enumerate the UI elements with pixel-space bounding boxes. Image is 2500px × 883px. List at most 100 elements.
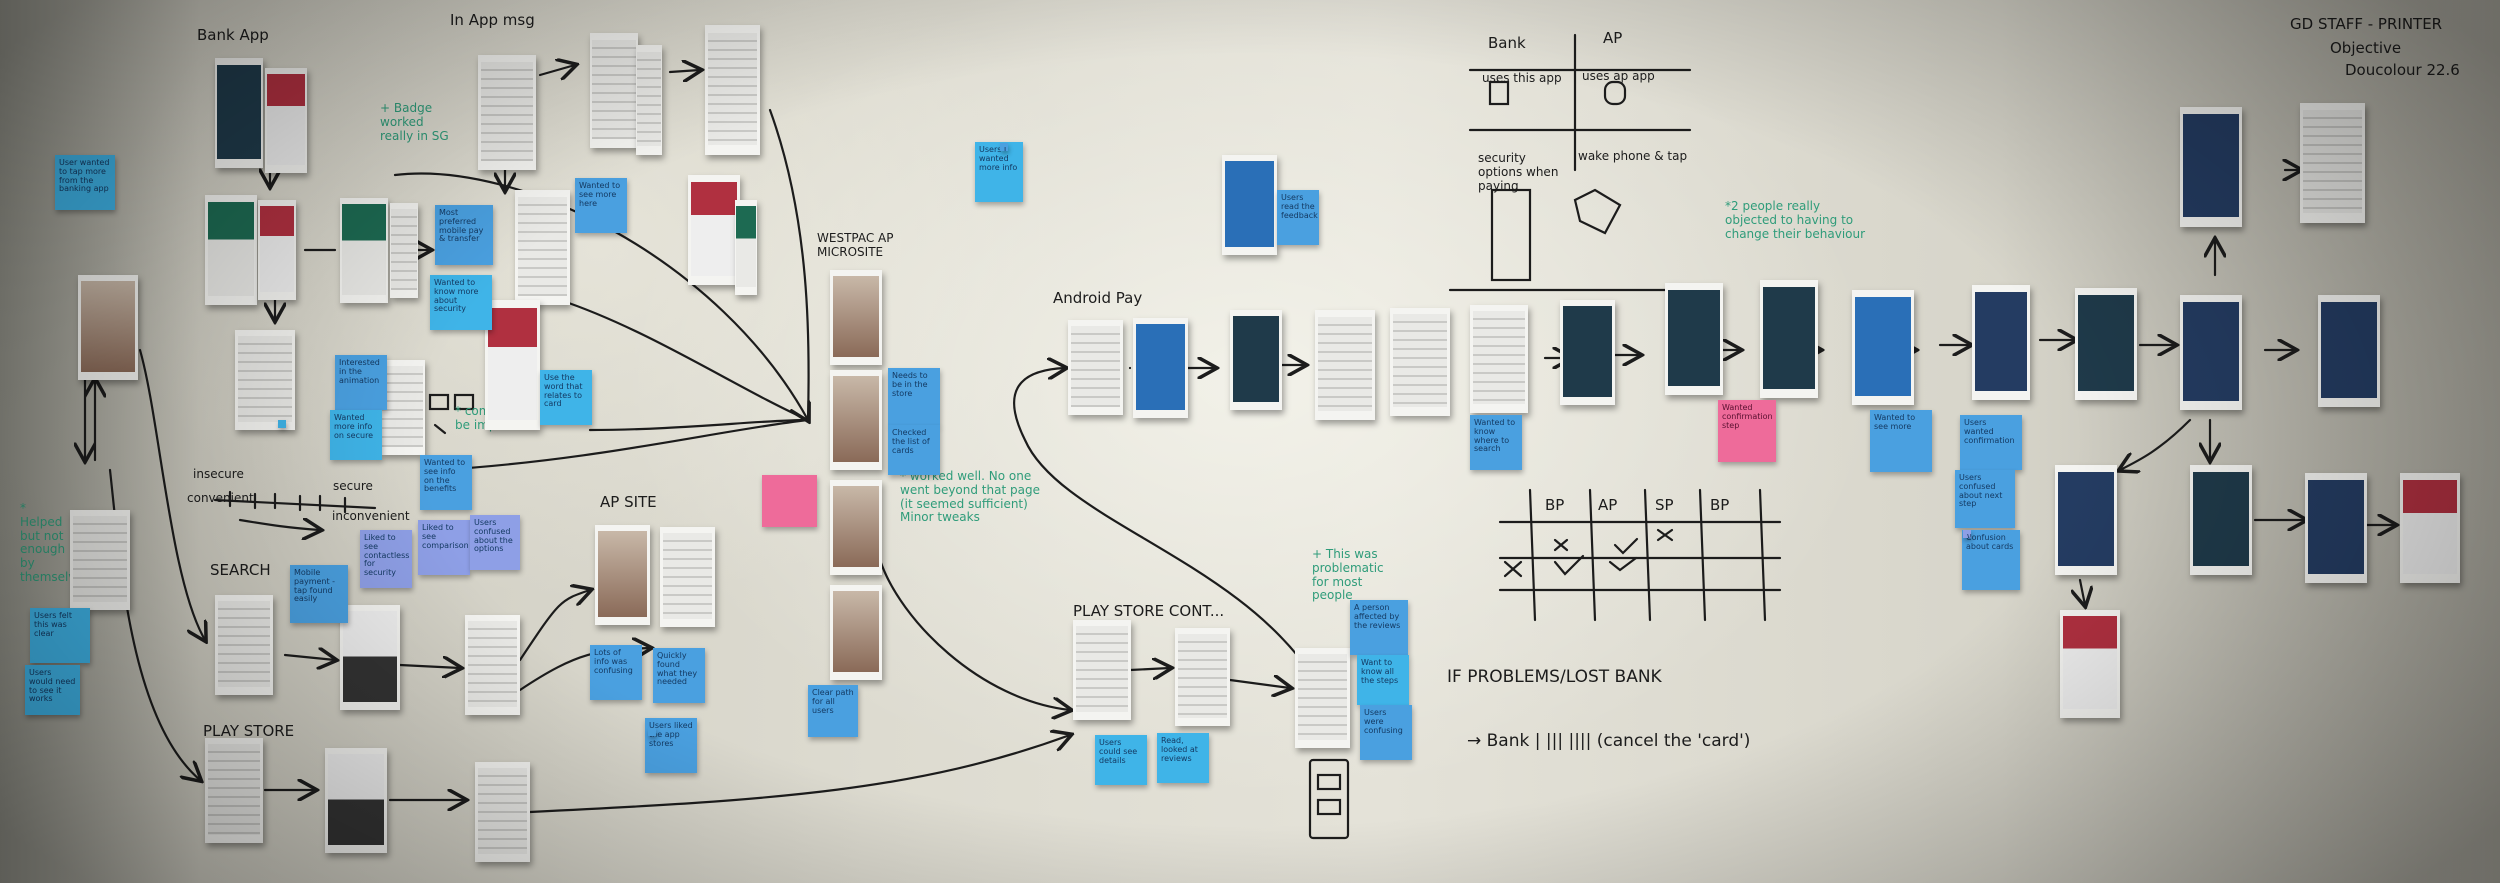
screen xyxy=(478,55,536,170)
sticky-note: Use the word that relates to card xyxy=(540,370,592,425)
label-grid-bp1: BP xyxy=(1545,496,1565,514)
sticky-note: Wanted more info on secure xyxy=(330,410,382,460)
note-two-people: *2 people really objected to having to c… xyxy=(1725,199,1866,241)
screen xyxy=(235,330,295,430)
screen xyxy=(2305,473,2367,583)
sticky-note: Wanted to see more here xyxy=(575,178,627,233)
sticky-note: Users wanted more info xyxy=(975,142,1023,202)
sticky-note: Wanted notifications xyxy=(1963,530,1971,538)
label-matrix-cell2: uses ap app xyxy=(1582,69,1655,83)
label-matrix-ap: AP xyxy=(1603,29,1623,47)
screen xyxy=(1222,155,1277,255)
screen xyxy=(1068,320,1123,415)
label-matrix-cell1: uses this app xyxy=(1482,71,1562,85)
screen xyxy=(485,300,540,430)
sticky-note: Wanted to know where to search xyxy=(1470,415,1522,470)
screen xyxy=(590,33,638,148)
screen xyxy=(1560,300,1615,405)
sticky-note xyxy=(278,420,286,428)
screen xyxy=(340,198,388,303)
screen xyxy=(1665,283,1723,395)
label-matrix-cell4: wake phone & tap xyxy=(1578,149,1688,163)
screen xyxy=(660,527,715,627)
sticky-note: Users confused by this xyxy=(1000,143,1008,151)
screen xyxy=(205,195,257,305)
screen xyxy=(1133,318,1188,418)
label-grid-bp2: BP xyxy=(1710,496,1730,514)
note-helped: * Helped but not enough by themselves xyxy=(20,501,90,584)
label-problems-1: IF PROBLEMS/LOST BANK xyxy=(1447,667,1662,687)
label-corner-2: Objective xyxy=(2330,39,2402,57)
screen xyxy=(2180,295,2242,410)
sticky-note: Wanted to see info on the benefits xyxy=(420,455,472,510)
screen xyxy=(2300,103,2365,223)
sticky-note: Clear path for all users xyxy=(808,685,858,737)
label-secure: secure xyxy=(333,479,373,493)
screen xyxy=(325,748,387,853)
screen xyxy=(1230,310,1282,410)
screen xyxy=(265,68,307,173)
sticky-note: Users read the feedback xyxy=(1277,190,1319,245)
screen xyxy=(1390,308,1450,416)
screen xyxy=(636,45,662,155)
screen xyxy=(475,762,530,862)
sticky-note: Most preferred mobile pay & transfer xyxy=(435,205,493,265)
label-inconvenient: inconvenient xyxy=(332,509,410,523)
screen xyxy=(205,738,263,843)
screen xyxy=(830,370,882,470)
label-matrix-bank: Bank xyxy=(1488,34,1526,52)
sticky-note: Want to know all the steps xyxy=(1357,655,1409,705)
sticky-note: Wanted to know more about security xyxy=(430,275,492,330)
screen xyxy=(1315,310,1375,420)
screen xyxy=(78,275,138,380)
screen xyxy=(390,203,418,298)
sticky-note: Wanted confirmation step xyxy=(1718,400,1776,462)
screen xyxy=(1470,305,1528,413)
label-grid-sp: SP xyxy=(1655,496,1674,514)
screen xyxy=(1972,285,2030,400)
sticky-note: Lots of info was confusing xyxy=(590,645,642,700)
sticky-note: Wanted to see more xyxy=(1870,410,1932,472)
label-play-store-cont: PLAY STORE CONT... xyxy=(1073,602,1225,620)
label-problems-2: → Bank | ||| |||| (cancel the 'card') xyxy=(1467,731,1751,751)
sticky-note: A person affected by the reviews xyxy=(1350,600,1408,655)
screen xyxy=(830,585,882,680)
note-problematic: + This was problematic for most people xyxy=(1312,547,1384,603)
screen xyxy=(2075,288,2137,400)
sticky-note: Users wanted confirmation xyxy=(1960,415,2022,470)
sticky-note: Read, looked at reviews xyxy=(1157,733,1209,783)
sticky-note: Users could see details xyxy=(1095,735,1147,785)
label-grid-ap: AP xyxy=(1598,496,1618,514)
label-android-pay: Android Pay xyxy=(1053,289,1143,307)
screen xyxy=(70,510,130,610)
screen xyxy=(2180,107,2242,227)
screen xyxy=(830,270,882,365)
screen xyxy=(2400,473,2460,583)
screen xyxy=(465,615,520,715)
label-in-app-msg: In App msg xyxy=(450,11,535,29)
label-search: SEARCH xyxy=(210,561,271,579)
sticky-note: Users confused about the options xyxy=(470,515,520,570)
screen xyxy=(735,200,757,295)
sticky-note: Needs to be in the store xyxy=(888,368,940,426)
screen xyxy=(1175,628,1230,726)
note-badge: + Badge worked really in SG xyxy=(380,101,449,143)
label-ap-site: AP SITE xyxy=(600,493,657,511)
screen xyxy=(380,360,425,455)
sticky-note: Mobile payment - tap found easily xyxy=(290,565,348,623)
sticky-note: Users liked the app stores xyxy=(645,718,697,773)
screen xyxy=(515,190,570,305)
screen xyxy=(340,605,400,710)
label-play-store: PLAY STORE xyxy=(203,722,295,740)
screen xyxy=(215,58,263,168)
sticky-note: Confusion about cards xyxy=(1962,530,2020,590)
screen xyxy=(2055,465,2117,575)
label-bank-app: Bank App xyxy=(197,26,269,44)
screen xyxy=(688,175,740,285)
sticky-note: Liked to see contactless for security xyxy=(360,530,412,588)
sticky-note: Users felt this was clear xyxy=(30,608,90,663)
sticky-note: Users confused about next step xyxy=(1955,470,2015,528)
sticky-note xyxy=(762,475,817,527)
sticky-note: Interested in the animation xyxy=(335,355,387,410)
